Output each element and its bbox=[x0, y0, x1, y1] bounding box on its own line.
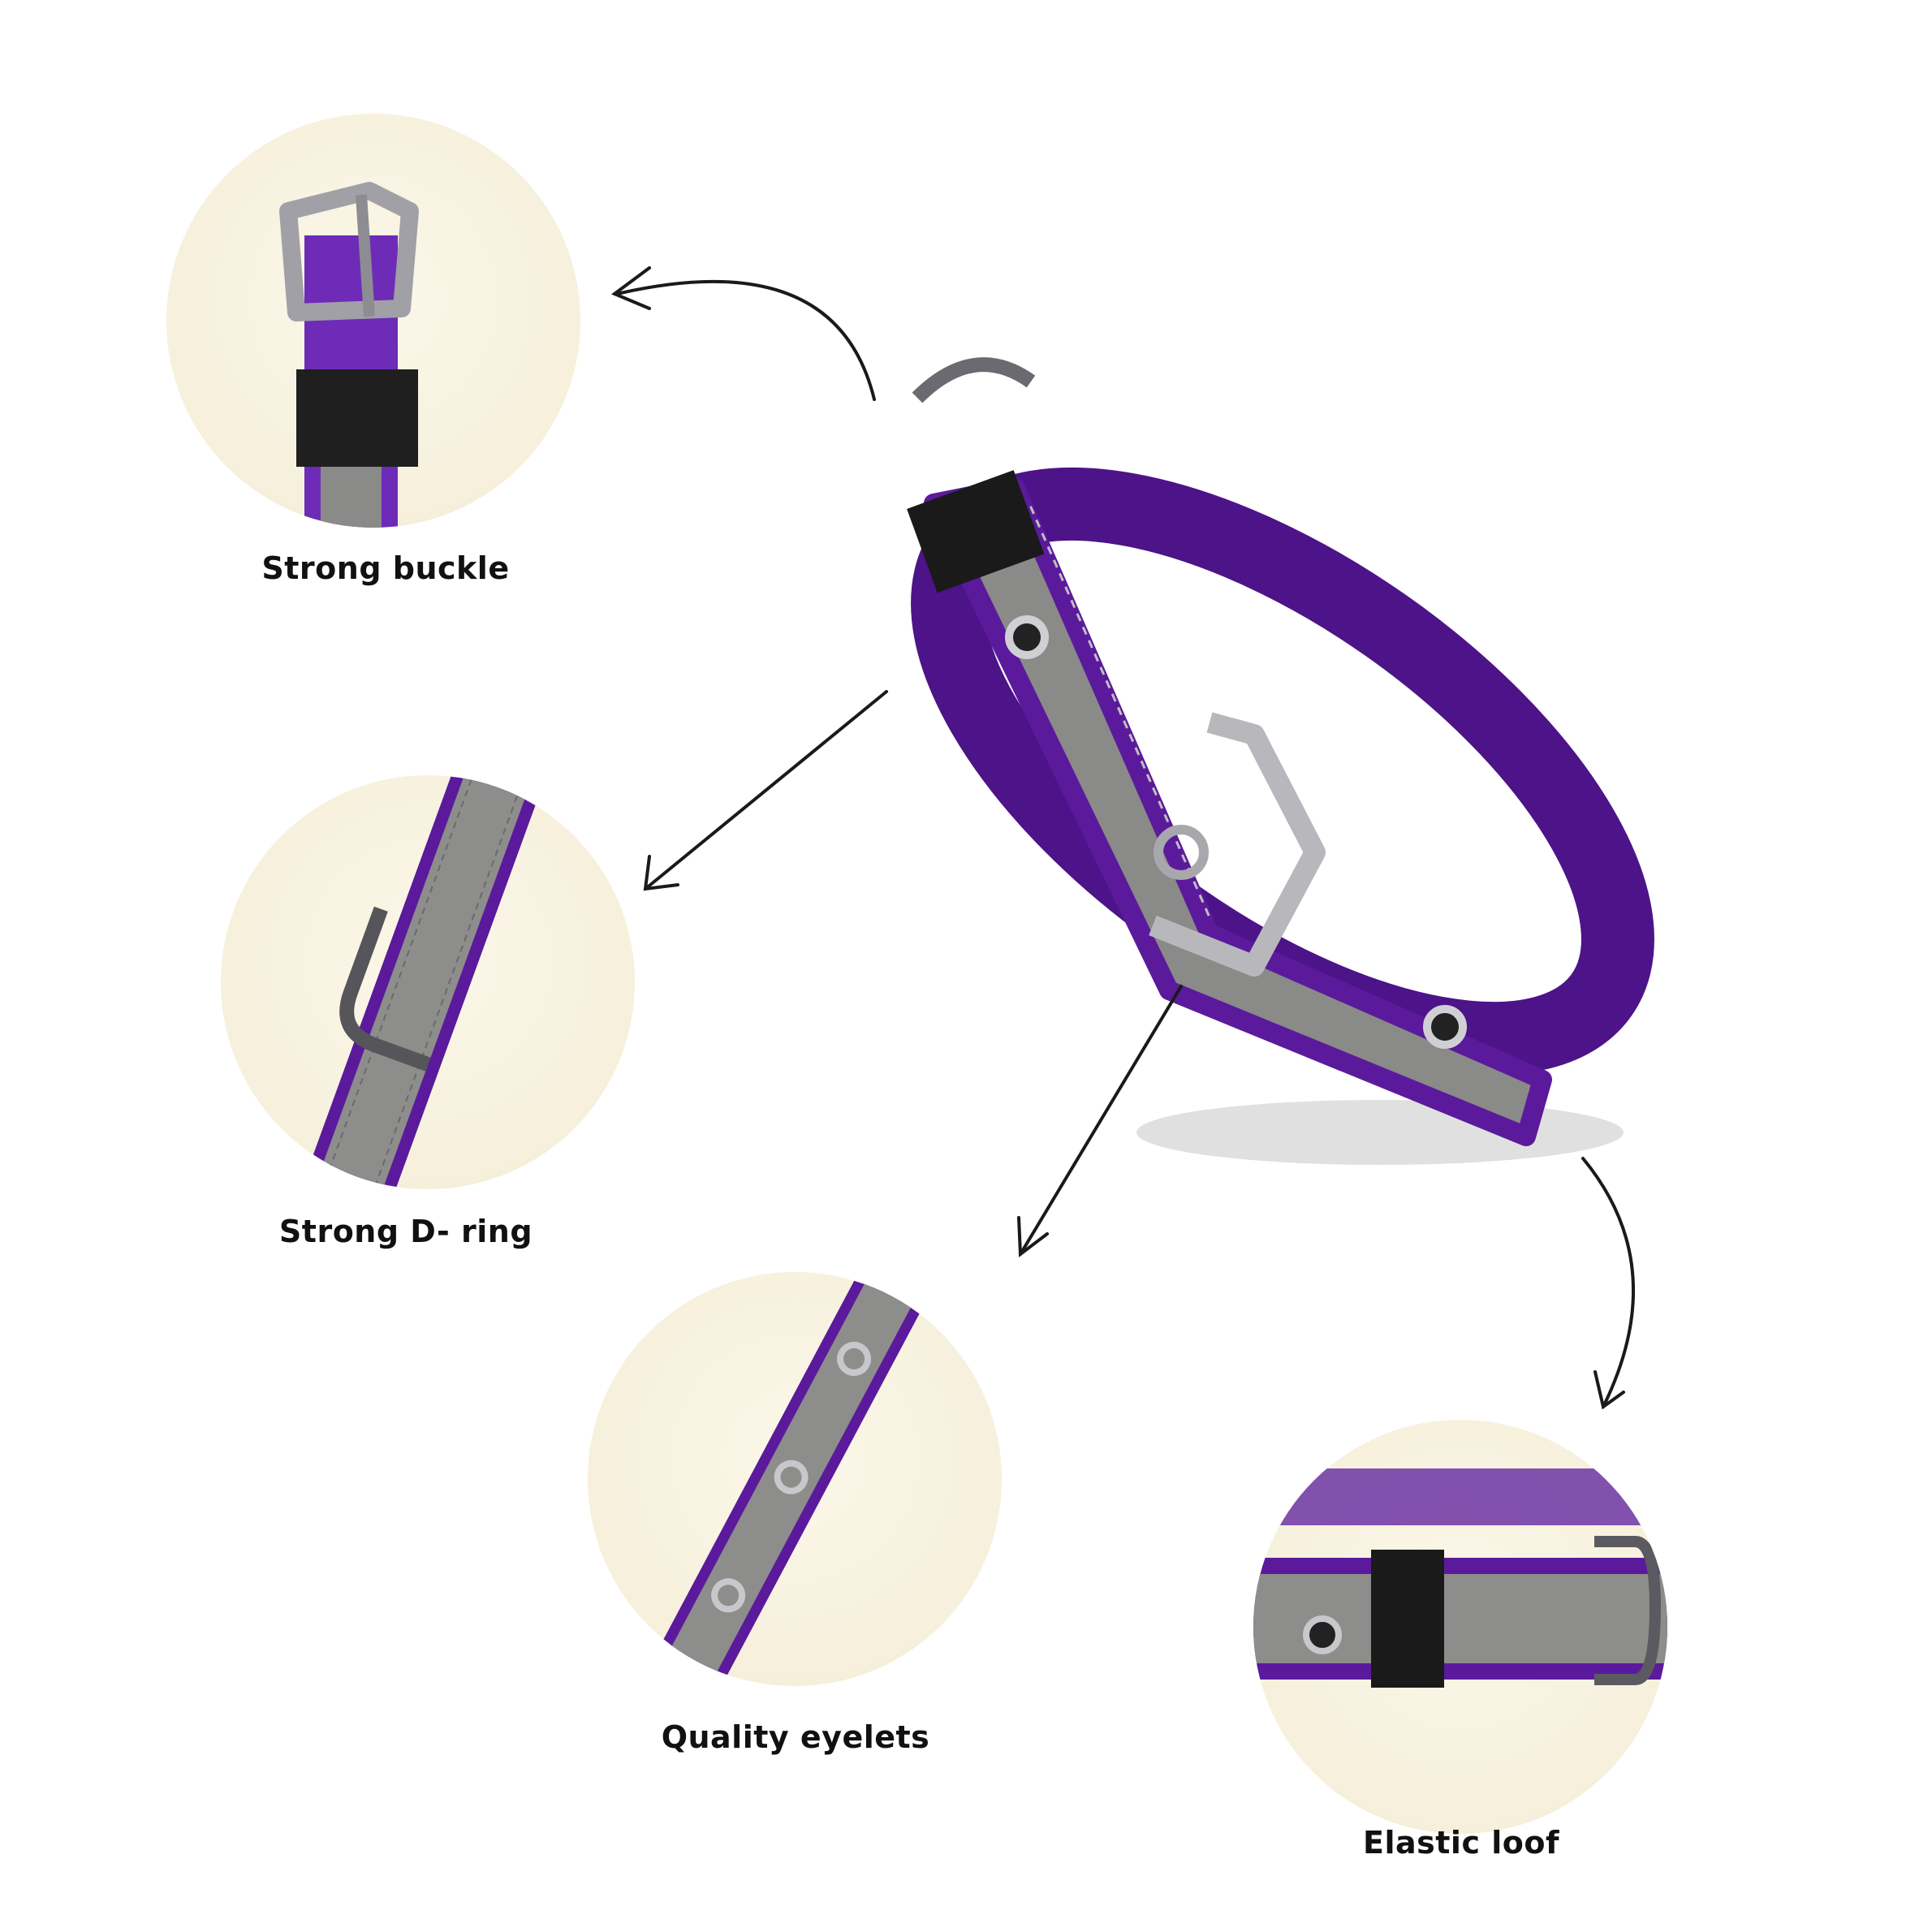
feature-label-eyelets: Quality eyelets bbox=[661, 1719, 930, 1755]
arrow-to-elastic-icon bbox=[1581, 1157, 1636, 1408]
eyelets-detail-image bbox=[588, 1272, 1002, 1686]
feature-label-elastic: Elastic loof bbox=[1363, 1825, 1559, 1861]
feature-label-d-ring: Strong D- ring bbox=[278, 1214, 533, 1249]
buckle-closeup-illustration bbox=[279, 182, 419, 528]
d-ring-closeup-illustration bbox=[297, 775, 548, 1189]
arrow-to-buckle-icon bbox=[615, 279, 876, 401]
eyelets-closeup-illustration bbox=[635, 1272, 944, 1686]
feature-label-buckle: Strong buckle bbox=[261, 550, 510, 586]
arrow-to-d-ring-icon bbox=[644, 690, 888, 891]
elastic-closeup-illustration bbox=[1253, 1468, 1667, 1688]
buckle-detail-image bbox=[166, 114, 580, 528]
arrow-to-eyelets-icon bbox=[1019, 985, 1183, 1256]
d-ring-detail-image bbox=[221, 775, 635, 1189]
elastic-detail-image bbox=[1253, 1420, 1667, 1834]
